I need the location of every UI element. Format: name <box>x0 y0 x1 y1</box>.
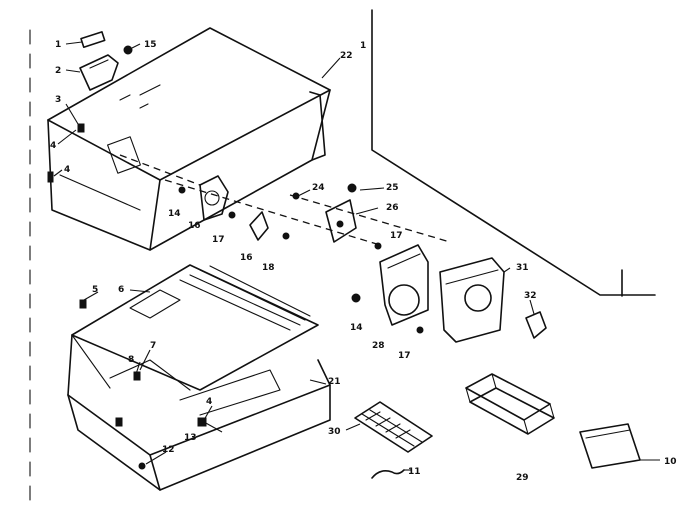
cabinet-outline <box>371 9 656 296</box>
handle-assembly <box>79 31 133 91</box>
callout-21: 21 <box>328 377 341 387</box>
callout-16b: 16 <box>240 253 253 263</box>
callout-13: 13 <box>184 433 197 443</box>
shelf-rack <box>465 373 555 435</box>
callout-17c: 17 <box>398 351 411 361</box>
air-handler-31 <box>439 257 547 343</box>
liner-box <box>47 27 331 251</box>
callout-17a: 17 <box>212 235 225 245</box>
callout-11: 11 <box>408 467 421 477</box>
callout-32: 32 <box>524 291 537 301</box>
callout-29: 29 <box>516 473 529 483</box>
clip-11 <box>371 469 405 479</box>
callout-28: 28 <box>372 341 385 351</box>
callout-25: 25 <box>386 183 399 193</box>
callout-3: 3 <box>55 95 61 105</box>
callout-14a: 14 <box>168 209 181 219</box>
callout-5: 5 <box>92 285 98 295</box>
callout-6: 6 <box>118 285 124 295</box>
ice-tray <box>354 401 433 453</box>
callout-15: 15 <box>144 40 157 50</box>
callout-17b: 17 <box>390 231 403 241</box>
callout-10: 10 <box>664 457 677 467</box>
callout-2: 2 <box>55 66 61 76</box>
callout-4a: 4 <box>50 141 56 151</box>
callout-31: 31 <box>516 263 529 273</box>
evaporator-cover <box>351 244 429 334</box>
screw-4a <box>47 171 54 183</box>
callout-7: 7 <box>150 341 156 351</box>
base-pan <box>67 264 331 491</box>
fan-motor-assembly <box>178 175 300 241</box>
callout-16a: 16 <box>188 221 201 231</box>
callout-24: 24 <box>312 183 325 193</box>
alignment-line-3 <box>119 154 201 186</box>
alignment-line-1 <box>164 179 381 246</box>
callout-1: 1 <box>55 40 61 50</box>
callout-labels: 1 2 15 22 1 3 4 4 14 16 17 16 18 24 25 2… <box>50 40 677 483</box>
bracket-26 <box>325 183 382 250</box>
callout-30: 30 <box>328 427 341 437</box>
storage-bin <box>579 423 641 469</box>
leader-lines <box>53 41 660 471</box>
callout-4b: 4 <box>64 165 70 175</box>
callout-26: 26 <box>386 203 399 213</box>
screw-3 <box>77 123 85 133</box>
callout-14b: 14 <box>350 323 363 333</box>
alignment-line-2 <box>289 194 451 243</box>
callout-22: 22 <box>340 51 353 61</box>
callout-1b: 1 <box>360 41 366 51</box>
callout-8: 8 <box>128 355 134 365</box>
callout-18: 18 <box>262 263 275 273</box>
callout-12: 12 <box>162 445 175 455</box>
callout-4c: 4 <box>206 397 212 407</box>
